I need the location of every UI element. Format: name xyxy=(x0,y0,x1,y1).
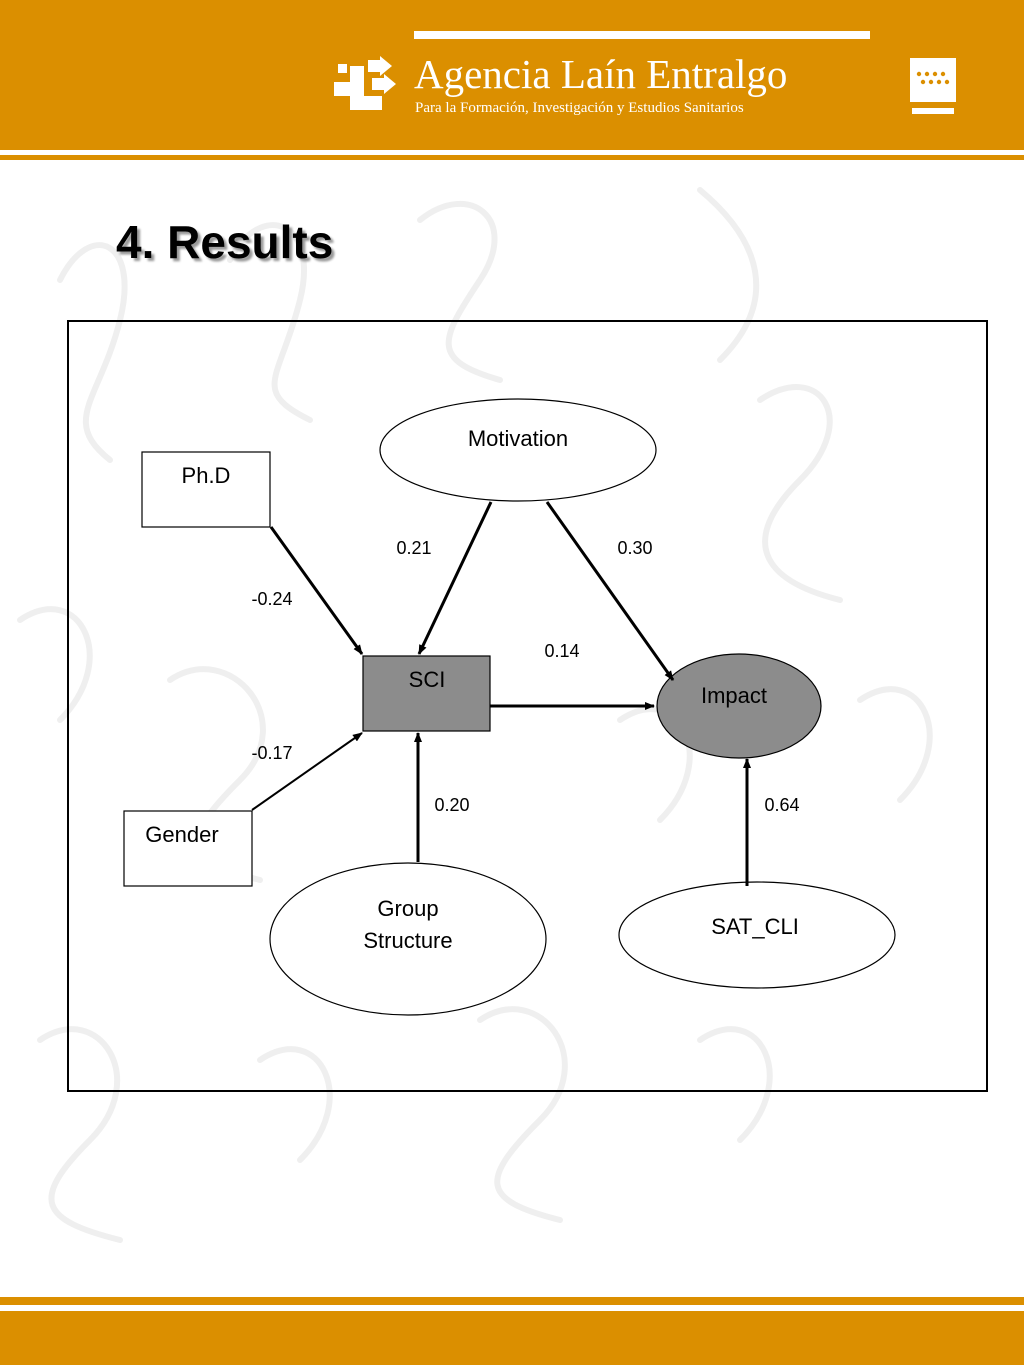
node-group-structure-label-line1: Group xyxy=(377,896,438,921)
node-phd-label: Ph.D xyxy=(182,463,231,488)
path-diagram-frame: Ph.D Gender SCI Motivation Impact Group … xyxy=(67,320,988,1092)
coefficient-motivation-sci: 0.21 xyxy=(396,538,431,558)
node-impact-label: Impact xyxy=(701,683,767,708)
node-sci-label: SCI xyxy=(409,667,446,692)
node-gender xyxy=(123,810,253,887)
edge-motivation-to-impact xyxy=(545,501,675,681)
coefficient-sci-impact: 0.14 xyxy=(544,641,579,661)
coefficient-gender-sci: -0.17 xyxy=(251,743,292,763)
node-sat-cli-label: SAT_CLI xyxy=(711,914,799,939)
node-impact xyxy=(656,653,822,759)
node-group-structure xyxy=(269,862,547,1016)
coefficient-sat-cli-impact: 0.64 xyxy=(764,795,799,815)
header-divider-line xyxy=(0,155,1024,160)
node-sat-cli xyxy=(618,881,896,989)
edge-phd-to-sci xyxy=(269,526,364,655)
edge-motivation-to-sci xyxy=(417,501,493,655)
organization-name: Agencia Laín Entralgo xyxy=(414,51,788,97)
node-group-structure-label-line2: Structure xyxy=(363,928,452,953)
organization-subtitle: Para la Formación, Investigación y Estud… xyxy=(415,100,744,116)
header-white-bar xyxy=(414,31,870,39)
footer-band xyxy=(0,1311,1024,1365)
node-motivation xyxy=(379,398,657,502)
footer-divider-line xyxy=(0,1297,1024,1305)
coefficient-motivation-impact: 0.30 xyxy=(617,538,652,558)
coefficient-group-structure-sci: 0.20 xyxy=(434,795,469,815)
page-title: 4. Results xyxy=(116,216,334,268)
node-gender-label: Gender xyxy=(145,822,218,847)
node-sci xyxy=(362,655,491,732)
node-motivation-label: Motivation xyxy=(468,426,568,451)
comunidad-madrid-flag-icon xyxy=(910,58,956,114)
edge-gender-to-sci xyxy=(251,732,363,811)
coefficient-phd-sci: -0.24 xyxy=(251,589,292,609)
path-diagram: Ph.D Gender SCI Motivation Impact Group … xyxy=(123,398,896,1016)
node-phd xyxy=(141,451,271,528)
header-band: Agencia Laín Entralgo Para la Formación,… xyxy=(0,0,1024,150)
cross-arrows-logo-icon xyxy=(334,56,396,110)
